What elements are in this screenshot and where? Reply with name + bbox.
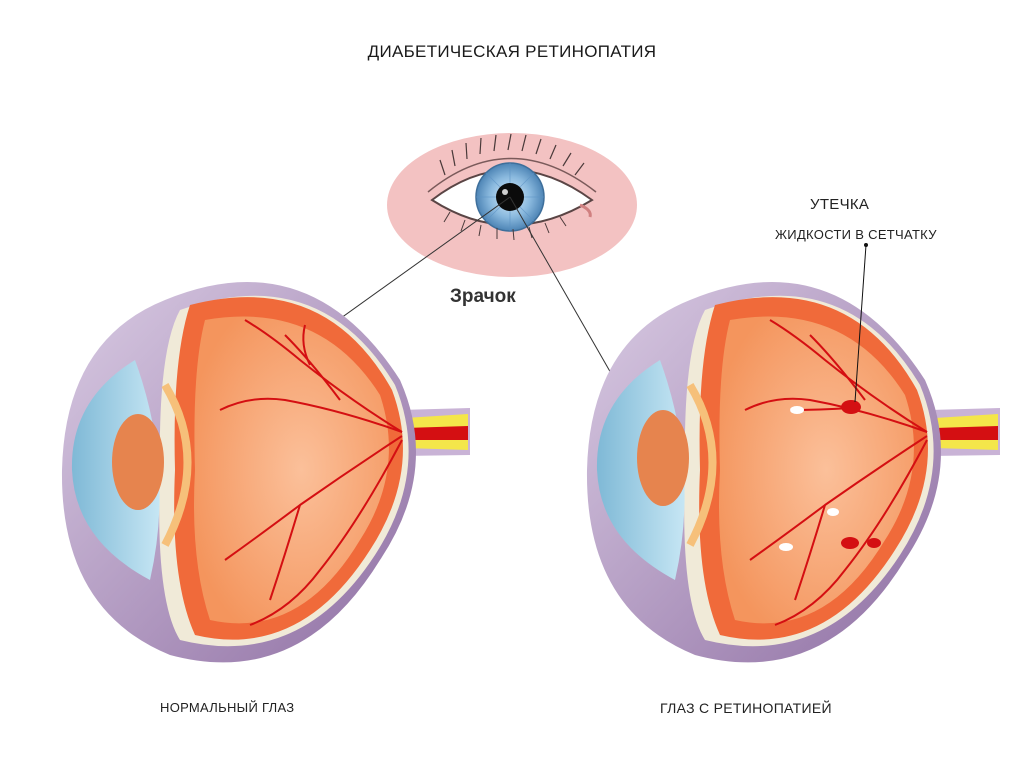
exudate-spot: [790, 406, 804, 414]
ciliary-body: [161, 382, 192, 547]
pupil-highlight: [502, 189, 508, 195]
leak-pointer-line: [854, 244, 867, 403]
external-eye: [387, 133, 637, 277]
lens: [112, 414, 164, 510]
hemorrhage-spot: [867, 538, 881, 548]
leak-label-line2: ЖИДКОСТИ В СЕТЧАТКУ: [775, 227, 937, 242]
retinopathy-eye-crosssection: [586, 243, 1000, 663]
pupil-label: Зрачок: [450, 286, 516, 307]
optic-nerve-vessel: [405, 426, 468, 440]
eyelid-crease: [427, 157, 597, 193]
lower-lashes: [443, 211, 567, 241]
hemorrhage-spot: [841, 400, 861, 414]
lens-r: [637, 410, 689, 506]
exudate-spot: [779, 543, 793, 551]
normal-eye-caption: НОРМАЛЬНЫЙ ГЛАЗ: [160, 700, 295, 715]
hemorrhage-spot: [841, 537, 859, 549]
ciliary-body-r: [686, 382, 717, 547]
retinal-vessels-r: [744, 319, 928, 626]
leak-label-line1: УТЕЧКА: [810, 196, 870, 213]
exudate-spot: [827, 508, 839, 516]
optic-nerve-vessel-r: [935, 426, 998, 440]
retinal-vessels: [219, 319, 403, 626]
upper-lashes: [439, 133, 585, 176]
tear-duct: [579, 203, 592, 218]
diagram-title: ДИАБЕТИЧЕСКАЯ РЕТИНОПАТИЯ: [367, 42, 657, 61]
retinopathy-eye-caption: ГЛАЗ С РЕТИНОПАТИЕЙ: [660, 700, 832, 716]
iris-fibers: [476, 163, 544, 231]
leak-pointer-dot: [864, 243, 868, 247]
normal-eye-crosssection: [61, 282, 470, 663]
